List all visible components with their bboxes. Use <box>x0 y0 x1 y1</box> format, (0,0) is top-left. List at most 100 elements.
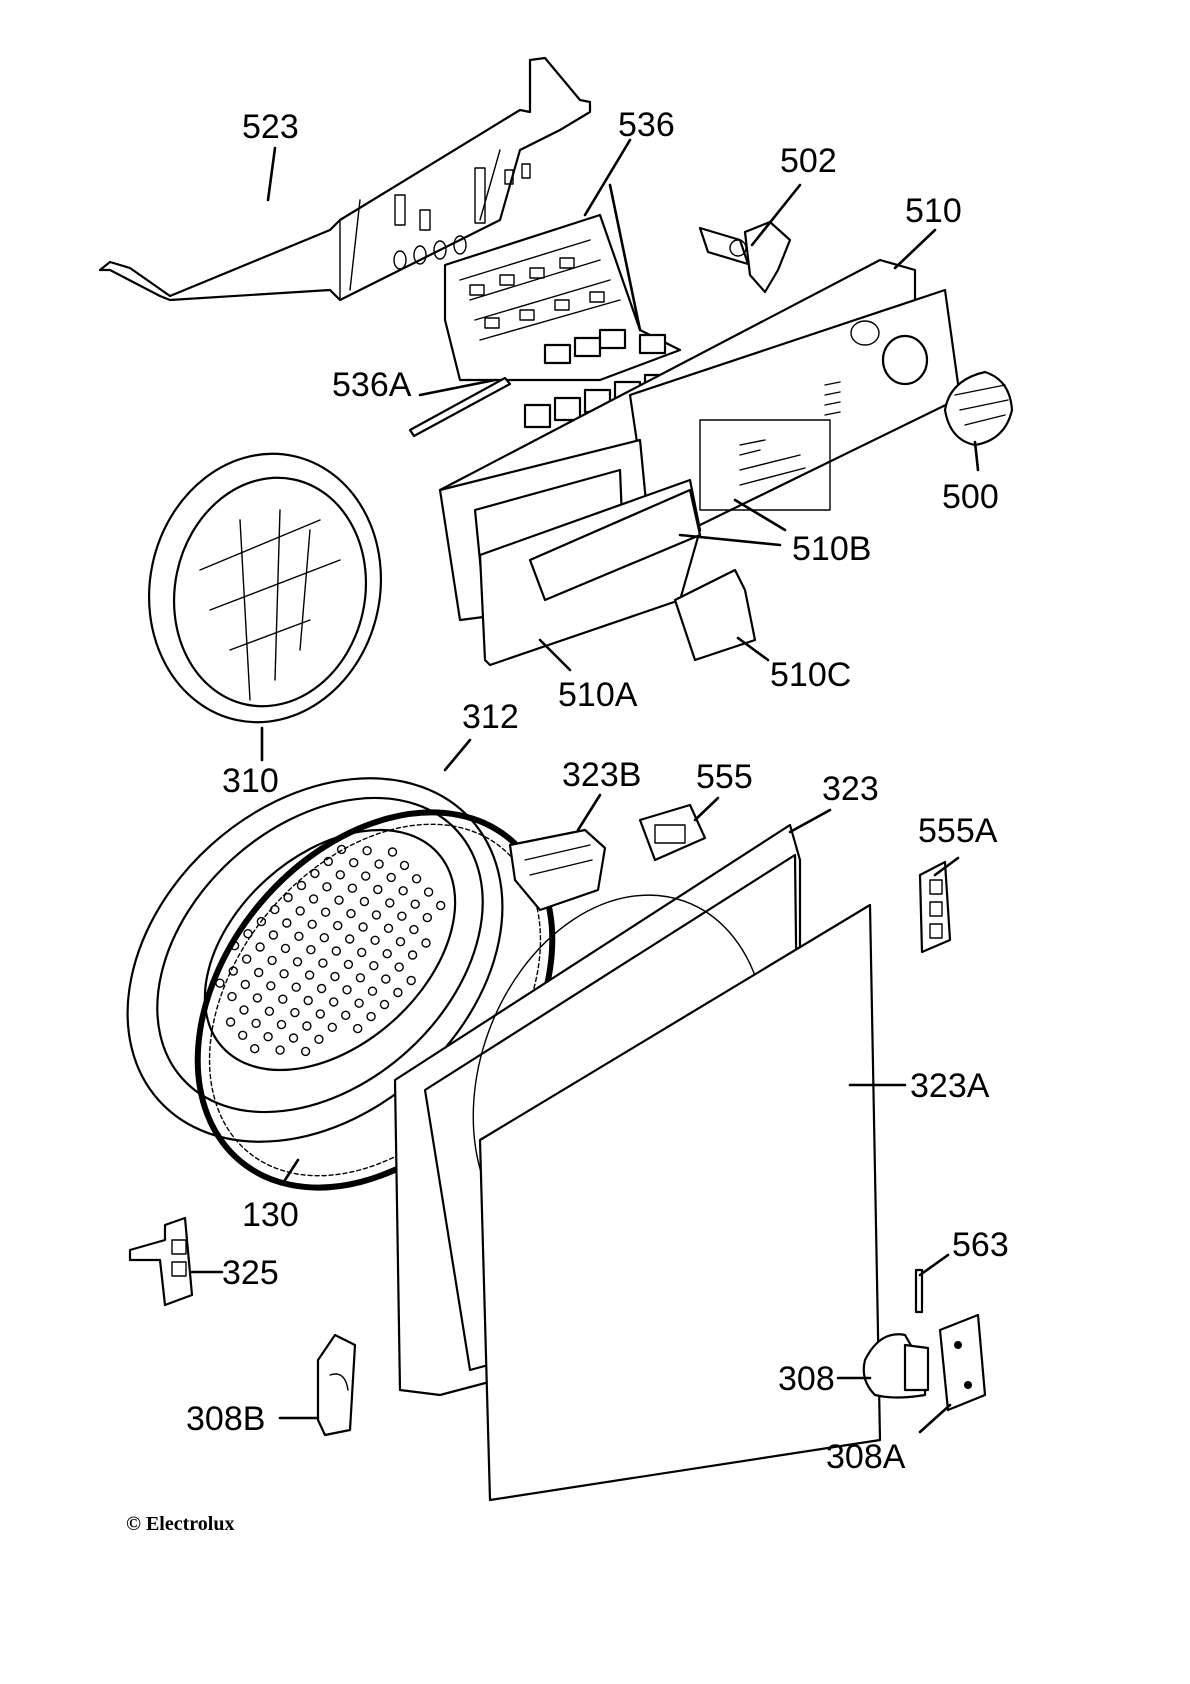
perforation-hole <box>307 919 317 929</box>
perforation-hole <box>240 979 251 990</box>
part-555A-block <box>918 860 952 954</box>
perforation-hole <box>355 973 366 983</box>
perforation-hole <box>278 994 288 1004</box>
label-510: 510 <box>905 192 962 230</box>
perforation-hole <box>310 868 320 879</box>
perforation-hole <box>373 884 383 895</box>
perforation-hole <box>407 950 418 960</box>
label-323B: 323B <box>562 756 641 794</box>
perforation-hole <box>251 1018 261 1028</box>
perforation-hole <box>306 945 316 955</box>
perforation-hole <box>422 912 432 923</box>
perforation-hole <box>252 993 263 1003</box>
perforation-hole <box>288 1033 299 1043</box>
perforation-hole <box>290 1007 300 1018</box>
perforation-hole <box>409 924 419 935</box>
perforation-hole <box>263 1031 273 1042</box>
perforation-hole <box>342 985 352 995</box>
perforation-pattern <box>215 844 446 1057</box>
perforation-hole <box>249 1043 260 1054</box>
perforation-hole <box>379 999 390 1010</box>
perforation-hole <box>411 874 422 884</box>
label-325: 325 <box>222 1254 279 1292</box>
perforation-hole <box>362 846 372 856</box>
perforation-hole <box>315 1009 325 1019</box>
perforation-hole <box>347 883 358 893</box>
perforation-hole <box>354 998 364 1008</box>
perforation-hole <box>276 1019 287 1030</box>
label-563: 563 <box>952 1226 1009 1264</box>
label-323: 323 <box>822 770 879 808</box>
perforation-hole <box>421 938 431 948</box>
perforation-hole <box>371 910 382 920</box>
copyright-text: © Electrolux <box>126 1513 234 1535</box>
perforation-hole <box>255 942 265 952</box>
perforation-hole <box>366 1011 376 1022</box>
perforation-hole <box>387 847 398 857</box>
perforation-hole <box>302 1021 312 1031</box>
perforation-hole <box>385 898 395 908</box>
part-523-bracket <box>98 56 592 302</box>
perforation-hole <box>345 934 355 944</box>
perforation-hole <box>268 930 279 940</box>
perforation-hole <box>296 880 307 891</box>
perforation-hole <box>359 896 370 907</box>
part-510A-detergent-drawer <box>438 438 702 667</box>
label-323A: 323A <box>910 1067 990 1105</box>
perforation-hole <box>304 970 315 980</box>
perforation-hole <box>410 899 420 909</box>
perforation-hole <box>397 911 407 921</box>
perforation-hole <box>369 961 379 971</box>
part-555-switch <box>638 803 707 862</box>
perforation-hole <box>406 975 416 986</box>
perforation-hole <box>336 844 347 855</box>
label-500: 500 <box>942 478 999 516</box>
perforation-hole <box>291 982 301 992</box>
perforation-hole <box>394 962 404 972</box>
perforation-hole <box>330 971 340 982</box>
part-325-bracket <box>128 1216 194 1307</box>
part-563-pin <box>914 1268 924 1314</box>
perforation-hole <box>357 947 367 958</box>
label-130: 130 <box>242 1196 299 1234</box>
perforation-hole <box>329 997 339 1007</box>
label-310: 310 <box>222 762 279 800</box>
perforation-hole <box>303 995 313 1006</box>
perforation-hole <box>318 958 328 968</box>
perforation-hole <box>398 886 408 896</box>
part-308-hinge-cam <box>862 1333 930 1399</box>
part-510C-flap <box>673 568 757 662</box>
part-308A-hinge-plate <box>938 1313 987 1412</box>
perforation-hole <box>423 887 434 897</box>
perforation-hole <box>264 1006 275 1016</box>
label-510A: 510A <box>558 676 638 714</box>
perforation-hole <box>241 954 252 964</box>
perforation-hole <box>225 1017 236 1027</box>
label-510B: 510B <box>792 530 871 568</box>
label-555A: 555A <box>918 812 998 850</box>
perforation-hole <box>399 860 410 871</box>
label-555: 555 <box>696 758 753 796</box>
perforation-hole <box>239 1005 249 1015</box>
perforation-hole <box>331 946 341 956</box>
perforation-hole <box>316 983 327 994</box>
part-310-door-glass <box>147 452 383 724</box>
perforation-hole <box>280 943 291 954</box>
perforation-hole <box>283 892 293 903</box>
perforation-hole <box>294 931 304 941</box>
label-308: 308 <box>778 1360 835 1398</box>
perforation-hole <box>308 894 319 904</box>
label-536: 536 <box>618 106 675 144</box>
perforation-hole <box>383 923 394 933</box>
label-502: 502 <box>780 142 837 180</box>
perforation-hole <box>254 967 264 978</box>
perforation-hole <box>343 959 354 970</box>
part-312-inner-frame <box>126 777 504 1143</box>
label-312: 312 <box>462 698 519 736</box>
perforation-hole <box>327 1022 337 1033</box>
part-323A-door-panel <box>478 903 882 1502</box>
perforation-hole <box>393 987 403 998</box>
perforation-hole <box>295 906 305 916</box>
perforation-hole <box>367 986 378 996</box>
